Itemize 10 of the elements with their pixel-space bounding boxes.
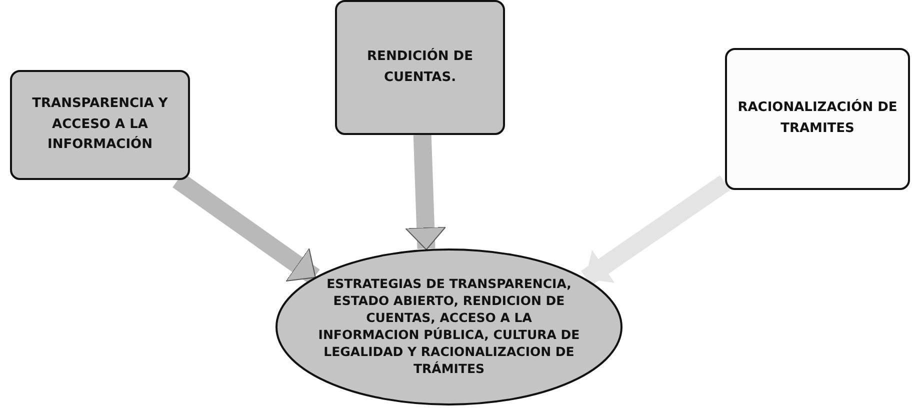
topic-box bbox=[725, 48, 910, 190]
topic-box bbox=[335, 0, 505, 135]
node-text: ESTRATEGIAS DE TRANSPARENCIA, ESTADO ABIERTO, RENDICION DE CUENTAS, ACCESO A LA INFORMACION PÚBLICA, CULTURA DE LEGALIDAD Y RACIONALIZACION DE TRÁMITES bbox=[317, 276, 581, 378]
strategy-ellipse bbox=[275, 248, 623, 406]
block-arrow bbox=[405, 134, 446, 250]
topic-box bbox=[10, 70, 190, 180]
node-text: TRANSPARENCIA Y ACCESO A LA INFORMACIÓN bbox=[31, 94, 169, 154]
block-arrow bbox=[580, 175, 730, 286]
node-text: RACIONALIZACIÓN DE TRAMITES bbox=[736, 98, 898, 138]
node-text: RENDICIÓN DE CUENTAS. bbox=[366, 47, 474, 86]
